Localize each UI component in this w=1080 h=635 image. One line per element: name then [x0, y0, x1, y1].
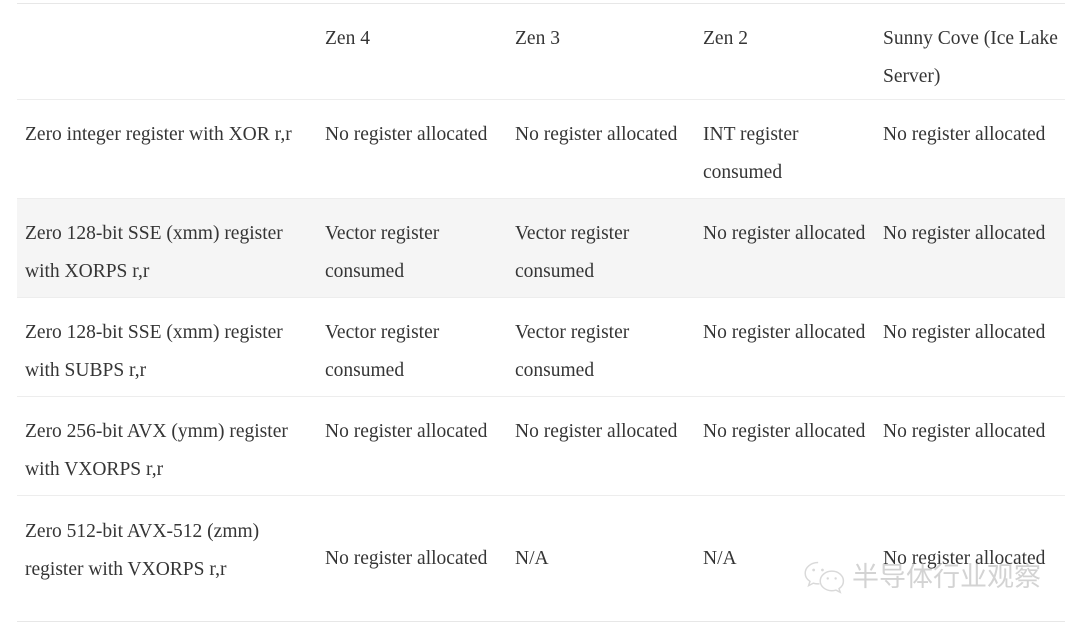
cell-zen4: No register allocated: [320, 99, 510, 199]
cell-zen4: No register allocated: [325, 547, 488, 569]
cell-zen2: INT register consumed: [700, 99, 880, 199]
table-row: Zero 128-bit SSE (xmm) register with SUB…: [17, 297, 1065, 397]
cell-sunny-cove: No register allocated: [880, 99, 1065, 199]
cell-zen4: Vector register consumed: [320, 297, 510, 397]
table-row: Zero 128-bit SSE (xmm) register with XOR…: [17, 198, 1065, 298]
cell-zen2: N/A: [703, 547, 737, 569]
cell-zen3: No register allocated: [510, 99, 700, 199]
cell-zen2: No register allocated: [700, 396, 880, 496]
cell-zen4: Vector register consumed: [320, 198, 510, 298]
cell-zen3: Vector register consumed: [510, 198, 700, 298]
table-header-row: Zen 4 Zen 3 Zen 2 Sunny Cove (Ice Lake S…: [17, 3, 1065, 100]
cell-zen3: No register allocated: [510, 396, 700, 496]
cell-zen3: N/A: [515, 547, 549, 569]
cell-sunny-cove: No register allocated: [880, 396, 1065, 496]
table-head: Zen 4 Zen 3 Zen 2 Sunny Cove (Ice Lake S…: [17, 3, 1065, 100]
row-label: Zero 128-bit SSE (xmm) register with SUB…: [17, 297, 320, 397]
column-header-operation: [17, 3, 320, 100]
row-label: Zero 128-bit SSE (xmm) register with XOR…: [17, 198, 320, 298]
row-label: Zero 512-bit AVX-512 (zmm) register with…: [25, 521, 260, 580]
cell-zen3: Vector register consumed: [510, 297, 700, 397]
row-label: Zero integer register with XOR r,r: [17, 99, 320, 199]
table-row: Zero 256-bit AVX (ymm) register with VXO…: [17, 396, 1065, 496]
table-body: Zero integer register with XOR r,r No re…: [17, 99, 1065, 622]
table-row: Zero integer register with XOR r,r No re…: [17, 99, 1065, 199]
table-row: Zero 512-bit AVX-512 (zmm) register with…: [17, 496, 1065, 622]
row-label: Zero 256-bit AVX (ymm) register with VXO…: [17, 396, 320, 496]
cell-sunny-cove: No register allocated: [883, 547, 1046, 569]
register-zeroing-table-container: Zen 4 Zen 3 Zen 2 Sunny Cove (Ice Lake S…: [17, 3, 1065, 622]
cell-sunny-cove: No register allocated: [880, 198, 1065, 298]
cell-zen4: No register allocated: [320, 396, 510, 496]
cell-zen2: No register allocated: [700, 297, 880, 397]
column-header-sunny-cove: Sunny Cove (Ice Lake Server): [880, 3, 1065, 100]
column-header-zen2: Zen 2: [700, 3, 880, 100]
column-header-zen3: Zen 3: [510, 3, 700, 100]
cell-zen2: No register allocated: [700, 198, 880, 298]
cell-sunny-cove: No register allocated: [880, 297, 1065, 397]
register-zeroing-table: Zen 4 Zen 3 Zen 2 Sunny Cove (Ice Lake S…: [17, 3, 1065, 622]
column-header-zen4: Zen 4: [320, 3, 510, 100]
